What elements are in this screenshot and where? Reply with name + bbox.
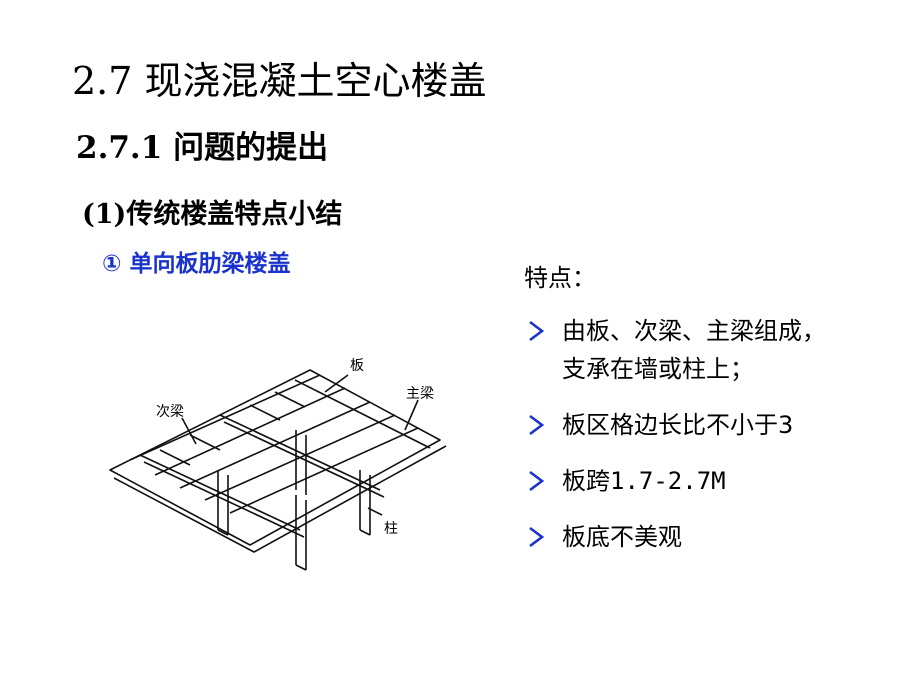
features-list: 由板、次梁、主梁组成， 支承在墙或柱上； 板区格边长比不小于3 板跨1.7-2.… (524, 312, 826, 574)
label-slab: 板 (350, 358, 364, 374)
features-heading: 特点： (524, 264, 596, 292)
bullet-text-line: 支承在墙或柱上； (562, 355, 754, 383)
column (217, 470, 229, 536)
chevron-right-icon (529, 526, 545, 548)
chevron-right-icon (529, 320, 545, 342)
secondary-beam (129, 374, 321, 461)
chevron-right-icon (529, 414, 545, 436)
bullet-text-line: 板跨1.7-2.7M (562, 467, 726, 495)
list-item: 板区格边长比不小于3 (524, 406, 826, 444)
bullet-text-line: 由板、次梁、主梁组成， (562, 317, 826, 345)
slab-outline (109, 369, 441, 546)
chevron-right-icon (529, 470, 545, 492)
slide-title: 2.7 现浇混凝土空心楼盖 (72, 59, 487, 103)
item-heading: ① 单向板肋梁楼盖 (102, 251, 291, 277)
label-secondary-beam: 次梁 (156, 404, 184, 420)
list-item: 板底不美观 (524, 518, 826, 556)
label-main-beam: 主梁 (406, 386, 434, 402)
slide-subtitle: 2.7.1 问题的提出 (76, 130, 329, 166)
label-column: 柱 (384, 521, 398, 537)
ribbed-slab-diagram: 板 主梁 次梁 柱 (109, 358, 447, 571)
bullet-text-line: 板底不美观 (562, 523, 682, 551)
bullet-text-line: 板区格边长比不小于3 (562, 411, 794, 439)
list-item: 板跨1.7-2.7M (524, 462, 826, 500)
list-item: 由板、次梁、主梁组成， 支承在墙或柱上； (524, 312, 826, 388)
section-heading: (1)传统楼盖特点小结 (82, 199, 343, 230)
